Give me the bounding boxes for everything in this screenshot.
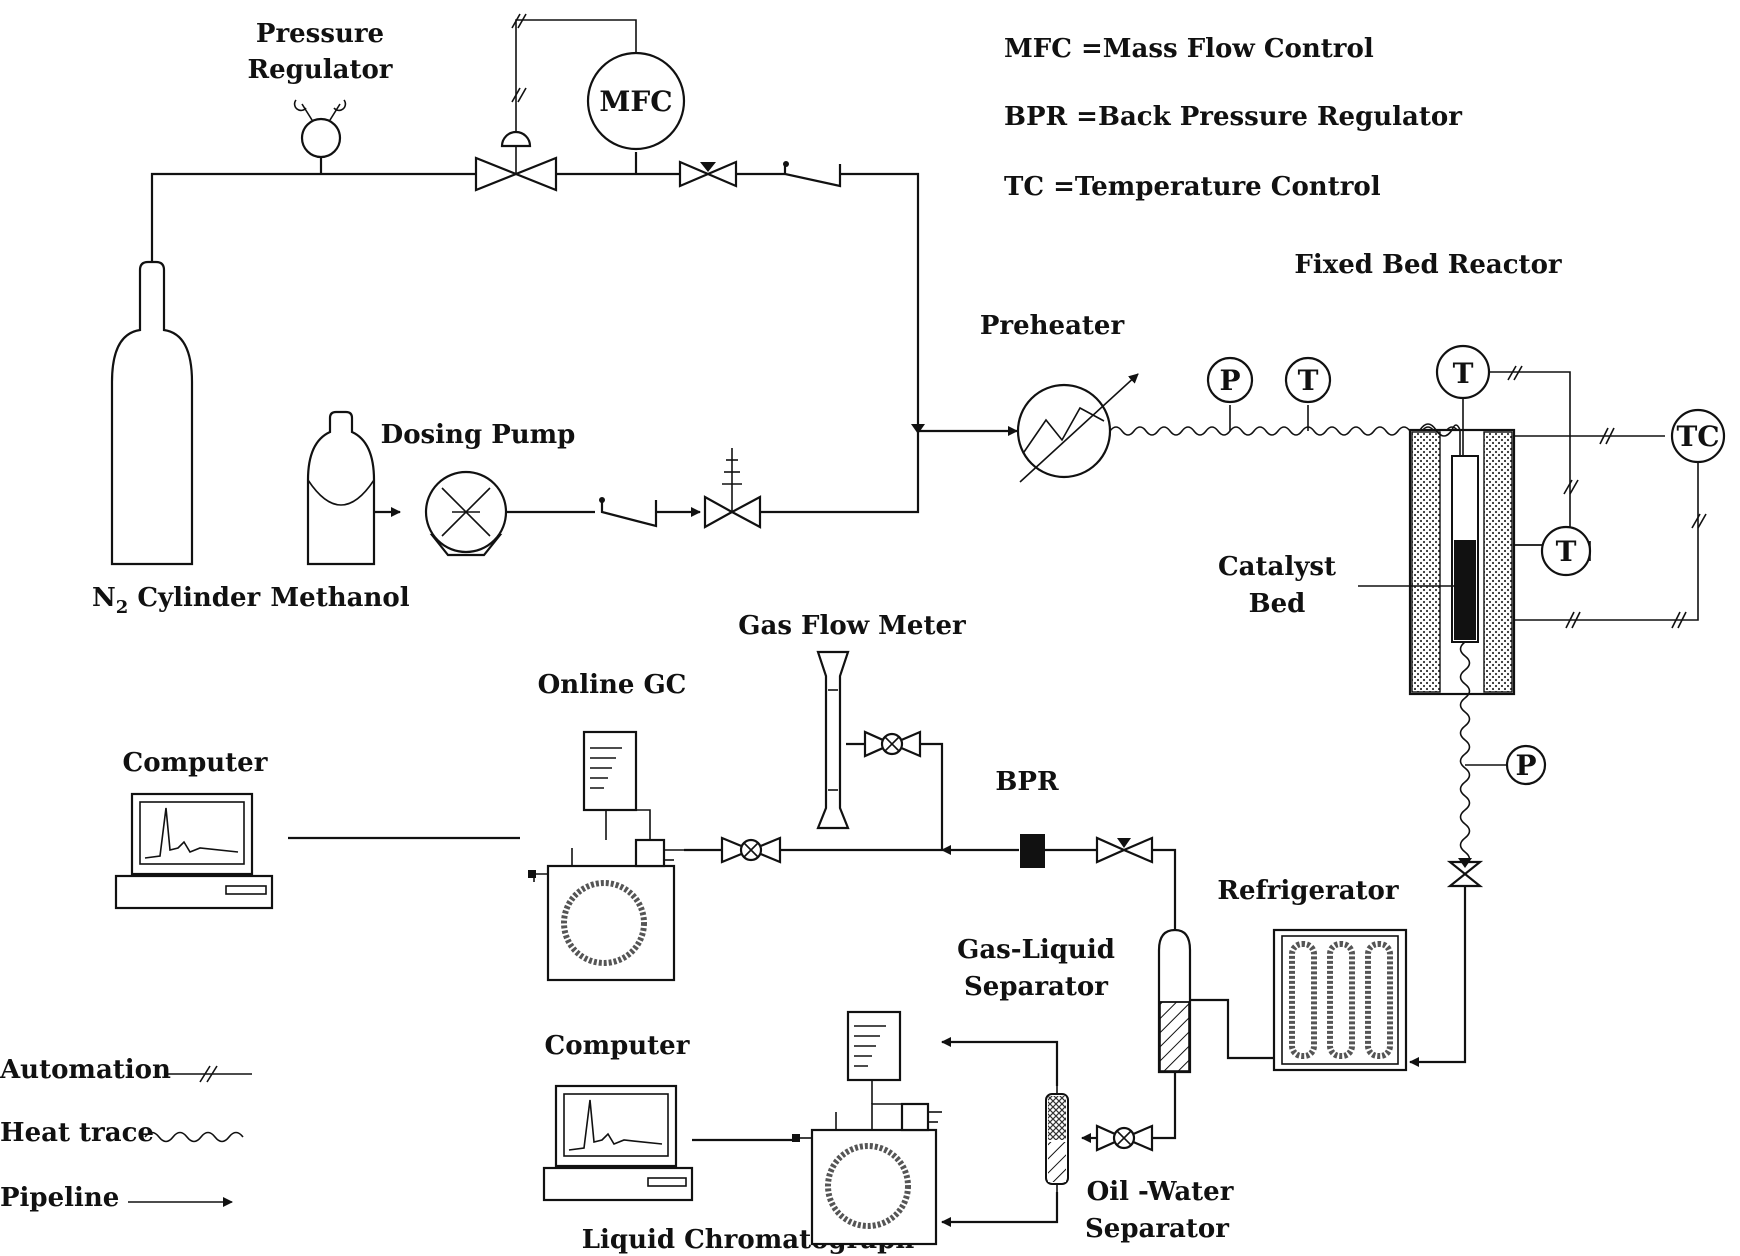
refrigerator-label: Refrigerator bbox=[1217, 876, 1399, 906]
oil-water-separator-label-line1: Oil -Water bbox=[1087, 1177, 1234, 1207]
automation-lines bbox=[1489, 365, 1707, 629]
liquid-valve-icon bbox=[1095, 1124, 1154, 1152]
liquid-outlet-line bbox=[1081, 1072, 1177, 1143]
gas-liquid-separator-label-line1: Gas-Liquid bbox=[957, 935, 1115, 965]
abbrev-mfc: MFC =Mass Flow Control bbox=[1004, 34, 1374, 64]
temperature-controller-symbol: TC bbox=[1676, 420, 1719, 453]
n2-cylinder-label: N2 Cylinder bbox=[92, 583, 261, 618]
legend: Automation Heat trace Pipeline bbox=[0, 1055, 252, 1213]
temperature-gauge-reactor-top: T bbox=[1435, 344, 1491, 456]
temperature-gauge-preheater-symbol: T bbox=[1298, 364, 1319, 397]
liquid-chromatograph-icon bbox=[792, 1010, 942, 1246]
n2-cylinder-label-n: N bbox=[92, 583, 116, 613]
fixed-bed-reactor-label: Fixed Bed Reactor bbox=[1294, 250, 1562, 280]
abbrev-bpr: BPR =Back Pressure Regulator bbox=[1004, 102, 1462, 132]
heat-trace-preheater-reactor bbox=[1109, 426, 1459, 436]
control-valve-icon bbox=[474, 130, 558, 192]
bpr-label: BPR bbox=[995, 767, 1059, 797]
temperature-gauge-reactor-top-symbol: T bbox=[1453, 357, 1474, 390]
methanol-line bbox=[360, 426, 1018, 517]
n2-cylinder-label-subscript: 2 bbox=[116, 597, 129, 618]
oil-water-separator-icon bbox=[1045, 1086, 1069, 1192]
check-valve-methanol-icon bbox=[599, 497, 658, 528]
needle-valve-top-icon bbox=[678, 160, 738, 188]
pressure-gauge-preheater-symbol: P bbox=[1219, 364, 1240, 397]
abbrev-tc: TC =Temperature Control bbox=[1004, 172, 1381, 202]
legend-automation-symbol bbox=[165, 1065, 252, 1083]
reactor-outlet-line bbox=[1409, 858, 1484, 1067]
needle-valve-bpr-icon bbox=[1095, 836, 1154, 864]
preheater-icon bbox=[1016, 373, 1139, 483]
online-gc-label: Online GC bbox=[538, 670, 687, 700]
refrigerator-to-gl-separator-line bbox=[1190, 998, 1274, 1060]
bpr-block bbox=[1020, 834, 1045, 868]
methanol-label: Methanol bbox=[270, 583, 409, 613]
legend-automation-label: Automation bbox=[0, 1055, 171, 1085]
temperature-gauge-preheater: T bbox=[1284, 356, 1332, 431]
refrigerator-icon bbox=[1272, 928, 1408, 1072]
gas-outlet-line bbox=[684, 845, 1177, 930]
n2-cylinder bbox=[110, 260, 194, 566]
gas-feed-line bbox=[150, 13, 925, 434]
temperature-controller: TC bbox=[1670, 408, 1726, 464]
computer-bottom-label: Computer bbox=[545, 1031, 690, 1061]
gas-flow-meter-valve-icon bbox=[863, 730, 922, 758]
gas-liquid-separator-label-line2: Separator bbox=[964, 972, 1108, 1002]
pressure-gauge-preheater: P bbox=[1206, 356, 1254, 431]
legend-heat-trace-label: Heat trace bbox=[0, 1118, 154, 1148]
preheater-label: Preheater bbox=[980, 311, 1125, 341]
catalyst-bed bbox=[1454, 540, 1476, 640]
computer-top-icon bbox=[114, 792, 274, 910]
fixed-bed-reactor bbox=[1358, 423, 1516, 696]
oil-water-outlet-lines bbox=[941, 1037, 1059, 1227]
oil-water-separator-label-line2: Separator bbox=[1085, 1214, 1229, 1244]
heat-trace-reactor-outlet bbox=[1459, 641, 1471, 867]
pressure-regulator-icon bbox=[293, 99, 347, 159]
temperature-gauge-reactor-side-symbol: T bbox=[1556, 535, 1577, 568]
pressure-gauge-reactor-outlet: P bbox=[1465, 744, 1547, 786]
gas-flow-meter-icon bbox=[816, 650, 850, 830]
methanol-level bbox=[307, 479, 375, 506]
gas-flow-meter-branch bbox=[846, 742, 944, 850]
pressure-gauge-reactor-outlet-symbol: P bbox=[1515, 749, 1536, 782]
text-labels: Pressure Regulator MFC =Mass Flow Contro… bbox=[92, 19, 1562, 1255]
temperature-gauge-reactor-side: T bbox=[1514, 525, 1592, 577]
shutoff-valve-methanol-icon bbox=[703, 448, 762, 529]
n2-cylinder-label-rest: Cylinder bbox=[128, 583, 260, 613]
gas-flow-meter-label: Gas Flow Meter bbox=[738, 611, 966, 641]
computer-bottom-icon bbox=[542, 1084, 694, 1202]
catalyst-bed-label-line1: Catalyst bbox=[1218, 552, 1336, 582]
pressure-regulator-label-line2: Regulator bbox=[247, 55, 392, 85]
mfc-label: MFC bbox=[599, 85, 672, 118]
computer-top-label: Computer bbox=[123, 748, 268, 778]
check-valve-top-icon bbox=[783, 161, 842, 188]
dosing-pump-icon bbox=[424, 470, 508, 557]
catalyst-bed-label-line2: Bed bbox=[1249, 589, 1306, 619]
methanol-bottle bbox=[306, 410, 376, 566]
mfc-unit: MFC bbox=[586, 51, 686, 151]
dosing-pump-label: Dosing Pump bbox=[381, 420, 576, 450]
pressure-regulator-label-line1: Pressure bbox=[256, 19, 384, 49]
gc-inlet-valve-icon bbox=[720, 836, 782, 864]
legend-heat-trace-symbol bbox=[144, 1131, 244, 1143]
legend-pipeline-label: Pipeline bbox=[0, 1183, 119, 1213]
online-gc-icon bbox=[528, 730, 684, 982]
gas-liquid-separator-icon bbox=[1157, 928, 1192, 1074]
